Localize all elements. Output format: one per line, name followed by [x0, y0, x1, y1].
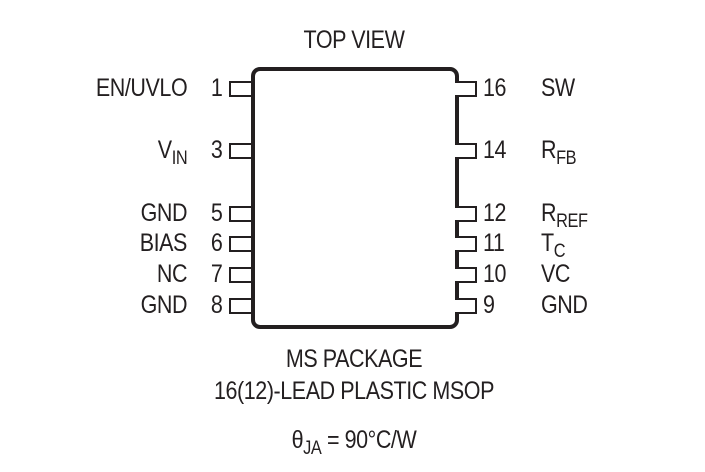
pin-5-label: GND — [140, 199, 188, 227]
pin-14-lead — [455, 143, 477, 159]
pin-12-lead — [455, 206, 477, 222]
pin-5-lead — [229, 206, 251, 222]
pin-7-number: 7 — [210, 260, 222, 288]
pin-3-label: VIN — [157, 136, 188, 169]
pin-14-label: RFB — [541, 136, 577, 169]
pin-name-subscript: FB — [556, 148, 577, 169]
pin-5-number: 5 — [210, 199, 222, 227]
pin-name: GND — [140, 199, 188, 227]
pin-name: SW — [541, 74, 575, 102]
pin-name-subscript: IN — [171, 148, 188, 169]
pin-8-lead — [229, 298, 251, 314]
pin-7-label: NC — [156, 260, 188, 288]
pin-12-number: 12 — [483, 199, 507, 227]
pin-name-subscript: C — [553, 241, 566, 262]
pin-name: BIAS — [139, 229, 188, 257]
pin-16-lead — [455, 81, 477, 97]
pin-10-lead — [455, 267, 477, 283]
pin-11-lead — [455, 236, 477, 252]
package-description: 16(12)-LEAD PLASTIC MSOP — [213, 377, 495, 405]
pin-7-lead — [229, 267, 251, 283]
pin-10-number: 10 — [483, 260, 507, 288]
pin-1-number: 1 — [210, 74, 222, 102]
pin-name: VC — [541, 260, 571, 288]
pin-name: T — [541, 229, 554, 257]
pin-9-label: GND — [541, 291, 588, 319]
pin-1-lead — [229, 81, 251, 97]
pin-11-number: 11 — [483, 229, 505, 257]
pin-9-lead — [455, 298, 477, 314]
pin-name: R — [541, 136, 557, 164]
package-name: MS PACKAGE — [285, 345, 423, 373]
pin-name: EN/UVLO — [95, 74, 188, 102]
pin-1-label: EN/UVLO — [95, 74, 188, 102]
pin-name: R — [541, 199, 557, 227]
pin-6-number: 6 — [210, 229, 222, 257]
thermal-resistance: θJA = 90°C/W — [225, 426, 483, 459]
pin-name: NC — [156, 260, 188, 288]
pin-16-label: SW — [541, 76, 575, 101]
pin-16-number: 16 — [483, 74, 507, 102]
pin-3-lead — [229, 143, 251, 159]
pin-14-number: 14 — [483, 136, 507, 164]
pin-10-label: VC — [541, 262, 570, 287]
view-title: TOP VIEW — [303, 26, 405, 54]
ic-package-body — [251, 67, 459, 329]
pin-name-subscript: REF — [556, 211, 588, 232]
pin-3-number: 3 — [210, 136, 222, 164]
pin-name: V — [157, 136, 172, 164]
pin-12-label: RREF — [541, 199, 588, 232]
pin-6-lead — [229, 236, 251, 252]
pin-name: GND — [140, 291, 188, 319]
theta-subscript: JA — [303, 438, 322, 459]
theta-value: = 90°C/W — [321, 426, 417, 454]
pin-8-number: 8 — [210, 291, 222, 319]
pin-name: GND — [541, 291, 588, 319]
theta-symbol: θ — [291, 426, 304, 454]
pin-8-label: GND — [140, 291, 188, 319]
pin-11-label: TC — [541, 229, 566, 262]
pin-6-label: BIAS — [139, 229, 188, 257]
pin-9-number: 9 — [483, 291, 495, 319]
